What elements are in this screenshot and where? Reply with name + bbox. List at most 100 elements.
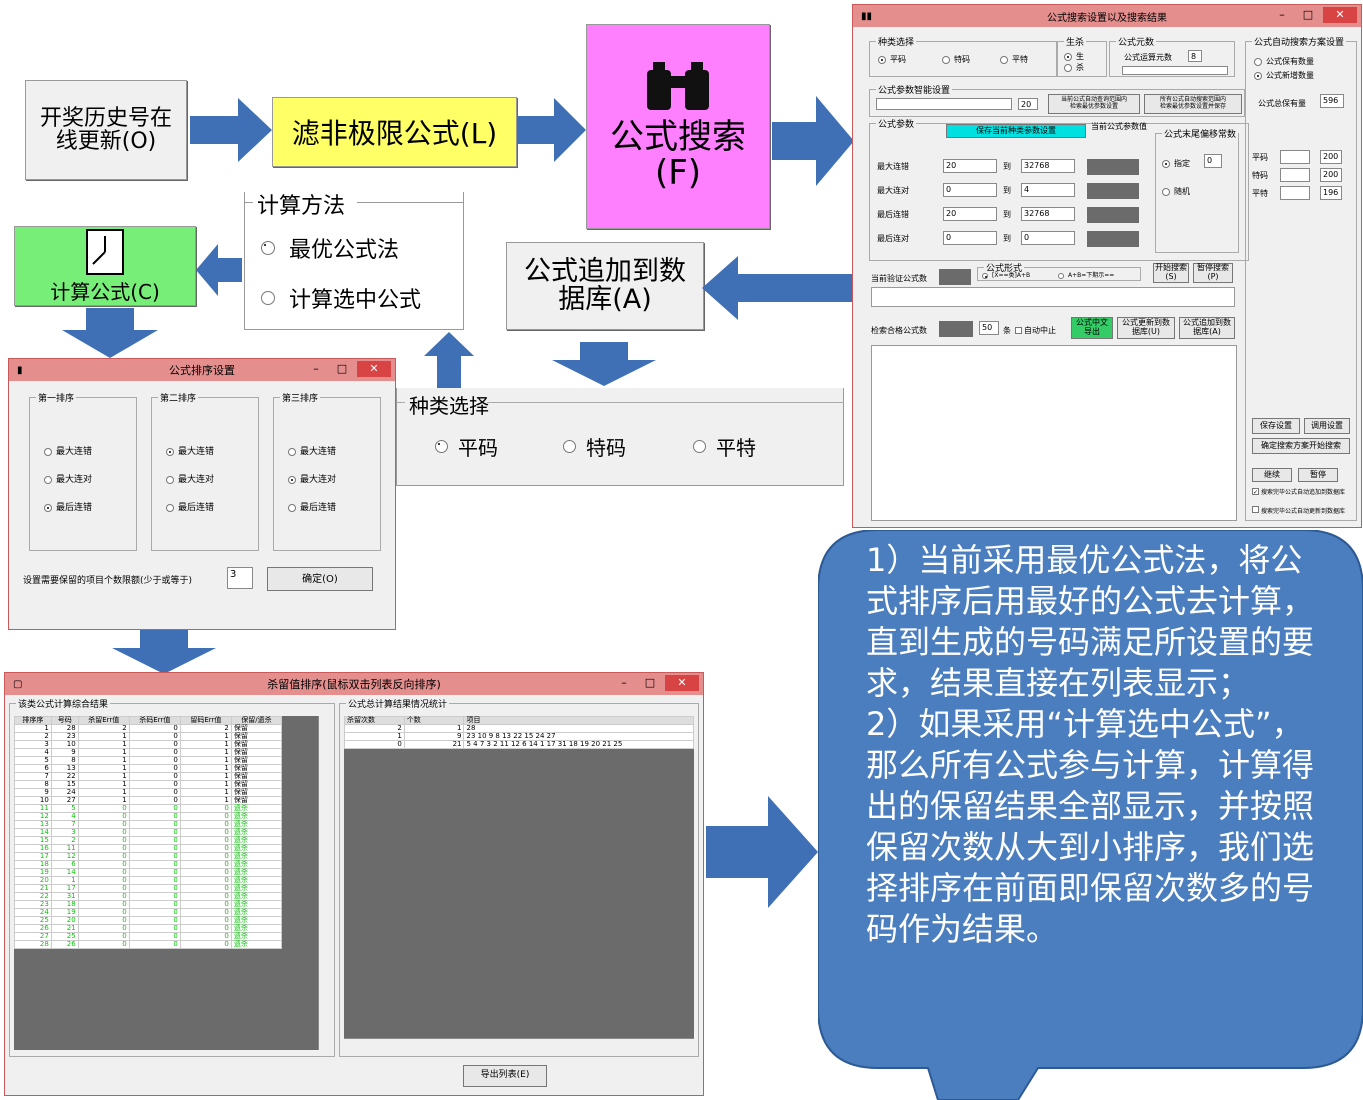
tail-fixed-radio[interactable]: 指定 (1162, 158, 1190, 169)
close-icon[interactable]: ✕ (1323, 7, 1357, 23)
sort-group: 第一排序最大连错最大连对最后连错 (29, 391, 137, 551)
sw-kind-pingte-radio[interactable]: 平特 (1000, 54, 1028, 65)
auto-keep-radio[interactable]: 公式保有数量 (1254, 56, 1314, 67)
sw-sheng-radio[interactable]: 生 (1064, 51, 1084, 62)
save-settings-button[interactable]: 保存设置 (1252, 418, 1300, 434)
pass-limit-input[interactable]: 50 (979, 321, 999, 335)
param-from-input[interactable]: 20 (943, 207, 997, 221)
verify-count-display (939, 269, 971, 285)
elem-scrollbar[interactable] (1122, 66, 1228, 75)
side-row-label: 平码 (1252, 153, 1268, 162)
param-to-input[interactable]: 0 (1021, 231, 1075, 245)
filter-formula-button[interactable]: 滤非极限公式(L) (272, 97, 517, 167)
search-settings-window: ▮▮ 公式搜索设置以及搜索结果 –□✕ 种类选择 平码 特码 平特 生杀 生 杀… (852, 4, 1362, 528)
auto-append-checkbox[interactable]: ✓搜索完毕公式自动追加到数据库 (1252, 488, 1346, 496)
side-row-value[interactable]: 200 (1320, 168, 1342, 182)
pause-search-button[interactable]: 暂停搜索 (P) (1193, 263, 1233, 283)
side-row-input[interactable] (1280, 150, 1310, 164)
sw-kind-tema-radio[interactable]: 特码 (942, 54, 970, 65)
limit-input[interactable]: 3 (227, 567, 253, 589)
arrow-left-icon (196, 244, 242, 296)
append-database-button[interactable]: 公式追加到数 据库(A) (506, 242, 704, 330)
auto-new-radio[interactable]: 公式新增数量 (1254, 70, 1314, 81)
right-scrollbar[interactable] (344, 1038, 694, 1050)
side-row-value[interactable]: 196 (1320, 186, 1342, 200)
sort-option-radio[interactable]: 最大连错 (44, 444, 92, 457)
pause-button[interactable]: 暂停 (1298, 468, 1338, 482)
side-row-value[interactable]: 200 (1320, 150, 1342, 164)
confirm-search-button[interactable]: 确定搜索方案开始搜索 (1252, 438, 1350, 454)
left-scrollbar[interactable] (318, 716, 330, 1050)
tail-fixed-input[interactable]: 0 (1204, 154, 1222, 168)
kind-tema-radio[interactable]: 特码 (563, 432, 626, 461)
calculate-formula-button[interactable]: 计算公式(C) (14, 226, 196, 306)
minimize-icon[interactable]: – (621, 676, 627, 689)
kind-pingma-radio[interactable]: 平码 (435, 432, 498, 461)
param-to-input[interactable]: 32768 (1021, 159, 1075, 173)
total-keep-input[interactable]: 596 (1320, 94, 1344, 108)
auto-stop-checkbox[interactable]: 自动中止 (1015, 325, 1056, 336)
history-update-button[interactable]: 开奖历史号在 线更新(O) (25, 80, 187, 180)
form-opt2-radio[interactable]: A+B=下期示== (1058, 270, 1114, 279)
maximize-icon[interactable]: □ (644, 676, 656, 689)
load-settings-button[interactable]: 调用设置 (1304, 418, 1350, 434)
close-icon[interactable]: ✕ (665, 675, 699, 691)
side-row-input[interactable] (1280, 168, 1310, 182)
append-db-button[interactable]: 公式追加到数 据库(A) (1179, 317, 1235, 339)
callout-text: 1）当前采用最优公式法，将公式排序后用最好的公式去计算，直到生成的号码满足所设置… (866, 541, 1315, 948)
sort-option-radio[interactable]: 最后连错 (288, 500, 336, 513)
chinese-export-button[interactable]: 公式中文 导出 (1071, 317, 1113, 339)
param-scrollbar[interactable] (876, 98, 1012, 110)
sort-option-radio[interactable]: 最大连错 (166, 444, 214, 457)
save-params-button[interactable]: 保存当前种类参数设置 (946, 124, 1086, 138)
sw-sha-radio[interactable]: 杀 (1064, 62, 1084, 73)
selected-formula-radio[interactable]: 计算选中公式 (261, 282, 421, 314)
kind-pingte-radio[interactable]: 平特 (693, 432, 756, 461)
param-to-input[interactable]: 4 (1021, 183, 1075, 197)
param-row-label: 最大连对 (877, 186, 909, 195)
side-row-input[interactable] (1280, 186, 1310, 200)
param-from-input[interactable]: 20 (943, 159, 997, 173)
sort-option-radio[interactable]: 最大连错 (288, 444, 336, 457)
param-from-input[interactable]: 0 (943, 183, 997, 197)
param-to-input[interactable]: 32768 (1021, 207, 1075, 221)
continue-button[interactable]: 继续 (1252, 468, 1292, 482)
sort-option-radio[interactable]: 最大连对 (288, 472, 336, 485)
tail-random-radio[interactable]: 随机 (1162, 186, 1190, 197)
auto-update-checkbox[interactable]: 搜索完毕公式自动更新到数据库 (1252, 506, 1352, 515)
formula-search-button[interactable]: 公式搜索 (F) (586, 24, 770, 229)
close-icon[interactable]: ✕ (357, 361, 391, 377)
param-optimize-current-button[interactable]: 当前公式自动查询范围内 检索最优参数设置 (1048, 94, 1140, 114)
window-title: 公式搜索设置以及搜索结果 (1047, 12, 1167, 24)
minimize-icon[interactable]: – (1279, 8, 1285, 21)
param-from-input[interactable]: 0 (943, 231, 997, 245)
elem-count-input[interactable]: 8 (1188, 50, 1202, 62)
minimize-icon[interactable]: – (313, 362, 319, 375)
maximize-icon[interactable]: □ (336, 362, 348, 375)
sort-option-radio[interactable]: 最后连错 (44, 500, 92, 513)
start-search-button[interactable]: 开始搜索 (S) (1153, 263, 1189, 283)
param-optimize-all-button[interactable]: 所有公式自动搜索范围内 检索最优参数设置并保存 (1144, 94, 1242, 114)
window-title: 杀留值排序(鼠标双击列表反向排序) (267, 678, 441, 691)
sort-option-radio[interactable]: 最大连对 (44, 472, 92, 485)
maximize-icon[interactable]: □ (1302, 8, 1314, 21)
sort-ok-button[interactable]: 确定(O) (267, 567, 373, 591)
side-row-label: 特码 (1252, 171, 1268, 180)
sw-kind-pingma-radio[interactable]: 平码 (878, 54, 906, 65)
form-opt1-radio[interactable]: [X==类]A+B (982, 270, 1030, 279)
sort-option-radio[interactable]: 最后连错 (166, 500, 214, 513)
param-value-input[interactable]: 20 (1018, 98, 1038, 110)
export-list-button[interactable]: 导出列表(E) (463, 1065, 547, 1087)
optimal-formula-radio[interactable]: 最优公式法 (261, 232, 399, 264)
sort-option-radio[interactable]: 最大连对 (166, 472, 214, 485)
update-db-button[interactable]: 公式更新到数 据库(U) (1117, 317, 1175, 339)
